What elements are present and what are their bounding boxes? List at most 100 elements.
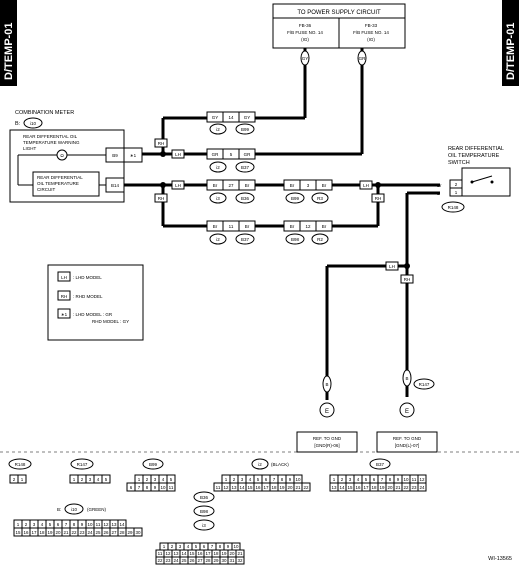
connector-pin-cell [417, 482, 427, 492]
svg-text:2: 2 [455, 182, 458, 187]
connector-pin-label: 15 [247, 485, 253, 490]
svg-text:B: B [405, 376, 408, 381]
connector-pin-label: 21 [237, 551, 243, 556]
connector-pin-label: 8 [219, 544, 222, 549]
connector-pin-label: 8 [146, 485, 149, 490]
connector-pin-label: 24 [173, 558, 179, 563]
connector-pin-label: 12 [419, 477, 425, 482]
connector-pin-label: 6 [203, 544, 206, 549]
svg-text:LH: LH [175, 183, 181, 188]
connector-pin-label: 17 [31, 530, 37, 535]
wire-label-gy: GY [302, 56, 309, 61]
svg-text:1: 1 [455, 190, 458, 195]
svg-text:i3: i3 [216, 196, 220, 201]
combination-meter-title: COMBINATION METER [15, 110, 74, 116]
connector-pin-label: 31 [229, 558, 235, 563]
svg-text:LH: LH [175, 152, 181, 157]
connector-pin-label: 3 [89, 477, 92, 482]
connector-pin-label: 10 [87, 522, 93, 527]
svg-text:B99: B99 [149, 462, 158, 467]
connector-pin-label: 22 [157, 558, 163, 563]
connector-pin-label: 15 [15, 530, 21, 535]
connector-pin-label: 11 [158, 551, 163, 556]
connector-pin-label: 12 [165, 551, 171, 556]
connector-pin-label: 27 [197, 558, 203, 563]
wire-row-br-3: Br 3 Br B99 R3 [283, 179, 333, 204]
wire-row-gr: GR 5 GR i2 B37 [206, 148, 256, 173]
connector-pin-label: 6 [265, 477, 268, 482]
svg-text:B37: B37 [241, 237, 250, 242]
rear-diff-oil-temp-switch: REAR DIFFERENTIAL OIL TEMPERATURE SWITCH… [437, 146, 511, 213]
connector-pin-label: 1 [73, 477, 76, 482]
connector-pin-label: 5 [170, 477, 173, 482]
connector-pin-cell [235, 556, 245, 565]
svg-text:∗1: ∗1 [61, 312, 68, 317]
connector-pin-label: 11 [169, 485, 174, 490]
connector-pin-label: 6 [130, 485, 133, 490]
connector-pin-label: 6 [373, 477, 376, 482]
fuse-right-id: FB-33 [365, 23, 378, 28]
svg-text:Br: Br [213, 224, 218, 229]
svg-text:i2: i2 [258, 462, 262, 467]
ground-right-connector: R147 [419, 382, 430, 387]
fuse-right-ig: (IG) [367, 37, 375, 42]
circuit-line1: REAR DIFFERENTIAL [37, 175, 83, 180]
connector-pin-label: 25 [181, 558, 187, 563]
connector-pin-label: 15 [347, 485, 353, 490]
connector-pin-label: 22 [303, 485, 309, 490]
svg-text:B36: B36 [200, 495, 209, 500]
svg-text:Br: Br [322, 224, 327, 229]
connector-pin-label: 19 [221, 551, 227, 556]
connector-pin-label: 21 [395, 485, 401, 490]
svg-text:(BLACK): (BLACK) [271, 462, 289, 467]
connector-pin-label: 4 [41, 522, 44, 527]
connector-pin-label: 11 [412, 477, 417, 482]
svg-text:Br: Br [322, 183, 327, 188]
connector-pin-label: 21 [295, 485, 301, 490]
connector-pin-label: 1 [225, 477, 228, 482]
svg-text:B98: B98 [291, 237, 300, 242]
connector-pin-label: 18 [39, 530, 45, 535]
connector-pin-label: 18 [271, 485, 277, 490]
svg-text:27: 27 [228, 183, 234, 188]
svg-text:RH: RH [61, 294, 68, 299]
connector-pin-label: 14 [181, 551, 187, 556]
connector-pin-label: 4 [357, 477, 360, 482]
connector-pin-label: 8 [73, 522, 76, 527]
connector-pin-label: 7 [65, 522, 68, 527]
connector-pin-label: 22 [71, 530, 77, 535]
switch-body [461, 167, 511, 197]
connector-pin-label: 4 [97, 477, 100, 482]
connector-pin-label: 20 [287, 485, 293, 490]
svg-text:B37: B37 [241, 165, 250, 170]
connector-pin-label: 17 [205, 551, 211, 556]
connector-pin-label: 2 [171, 544, 174, 549]
legend-star1-rhd: RHD MODEL : GY [92, 319, 129, 324]
connector-pin-cell [301, 482, 311, 492]
connector-pin-label: 9 [397, 477, 400, 482]
warning-light-line2: TEMPERATURE WARNING [23, 140, 80, 145]
figure-id: WI-13565 [488, 556, 512, 562]
svg-text:2: 2 [13, 477, 16, 482]
ground-e-icon-right [399, 402, 415, 418]
svg-text:RH: RH [158, 141, 165, 146]
legend: LH : LHD MODEL RH : RHD MODEL ∗1 : LHD M… [47, 264, 144, 341]
connector-pin-label: 10 [160, 485, 166, 490]
connector-pin-label: 3 [33, 522, 36, 527]
connector-pin-label: 16 [255, 485, 261, 490]
connector-pin-label: 21 [63, 530, 69, 535]
svg-text:LH: LH [389, 264, 395, 269]
wire-row-br-27: Br 27 Br i3 B36 [206, 179, 256, 204]
connector-pin-label: 7 [211, 544, 214, 549]
svg-text:E: E [405, 409, 409, 415]
connector-pin-label: 16 [197, 551, 203, 556]
connector-pin-label: 32 [237, 558, 243, 563]
connector-pin-label: 13 [173, 551, 179, 556]
switch-title-2: OIL TEMPERATURE [448, 153, 500, 159]
svg-text:GY: GY [244, 115, 251, 120]
connector-pin-label: 11 [216, 485, 221, 490]
connector-pin-label: 20 [55, 530, 61, 535]
